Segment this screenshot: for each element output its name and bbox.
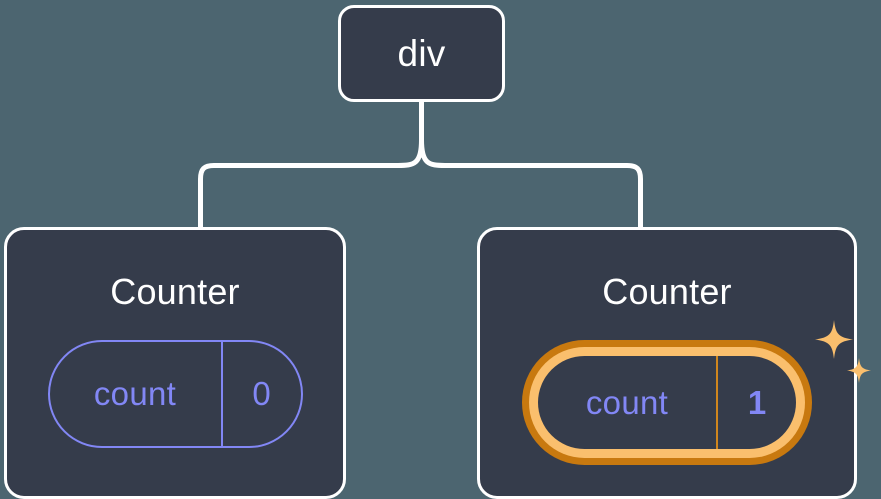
node-counter-right[interactable]: Counter count 1 bbox=[477, 227, 871, 499]
node-counter-right-label: Counter bbox=[602, 271, 732, 312]
state-value-left: 0 bbox=[252, 375, 271, 412]
state-pill-divider-right bbox=[716, 356, 718, 449]
state-pill-right-highlight[interactable]: count 1 bbox=[522, 340, 812, 465]
sparkle-small-icon bbox=[847, 358, 871, 383]
state-pill-right-ring-inner: count 1 bbox=[529, 347, 805, 458]
sparkle-large-icon bbox=[815, 320, 853, 359]
connector-branch-left bbox=[198, 137, 424, 232]
state-pill-right: count 1 bbox=[538, 356, 796, 449]
node-root-div[interactable]: div bbox=[338, 5, 505, 102]
state-pill-divider-left bbox=[220, 342, 223, 446]
connector-branch-right bbox=[419, 137, 643, 232]
state-pill-right-wrapper: count 1 bbox=[522, 320, 871, 465]
node-counter-left[interactable]: Counter count 0 bbox=[4, 227, 346, 499]
node-counter-left-label: Counter bbox=[110, 271, 240, 312]
state-key-left: count bbox=[93, 375, 177, 412]
state-value-right: 1 bbox=[747, 383, 767, 421]
state-pill-left-wrapper: count 0 bbox=[47, 340, 303, 448]
sparkle-group bbox=[815, 320, 871, 383]
state-pill-left[interactable]: count 0 bbox=[47, 340, 303, 448]
state-key-right: count bbox=[585, 383, 669, 421]
node-root-label: div bbox=[397, 33, 446, 74]
